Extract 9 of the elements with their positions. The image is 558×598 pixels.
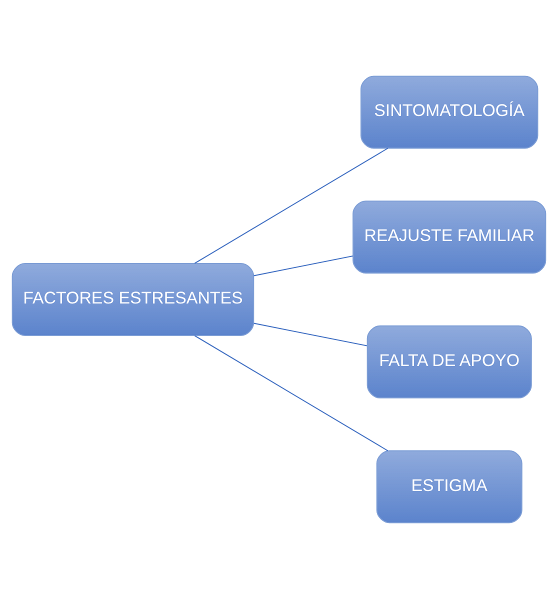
connector bbox=[194, 334, 388, 451]
node-box: FACTORES ESTRESANTES bbox=[12, 262, 254, 336]
node-box: SINTOMATOLOGÍA bbox=[360, 75, 538, 148]
connector bbox=[254, 255, 353, 276]
connector bbox=[254, 322, 368, 346]
node-box: FALTA DE APOYO bbox=[366, 324, 532, 398]
connector bbox=[194, 147, 388, 264]
node-box: ESTIGMA bbox=[376, 450, 522, 523]
node-box: REAJUSTE FAMILIAR bbox=[352, 200, 546, 274]
